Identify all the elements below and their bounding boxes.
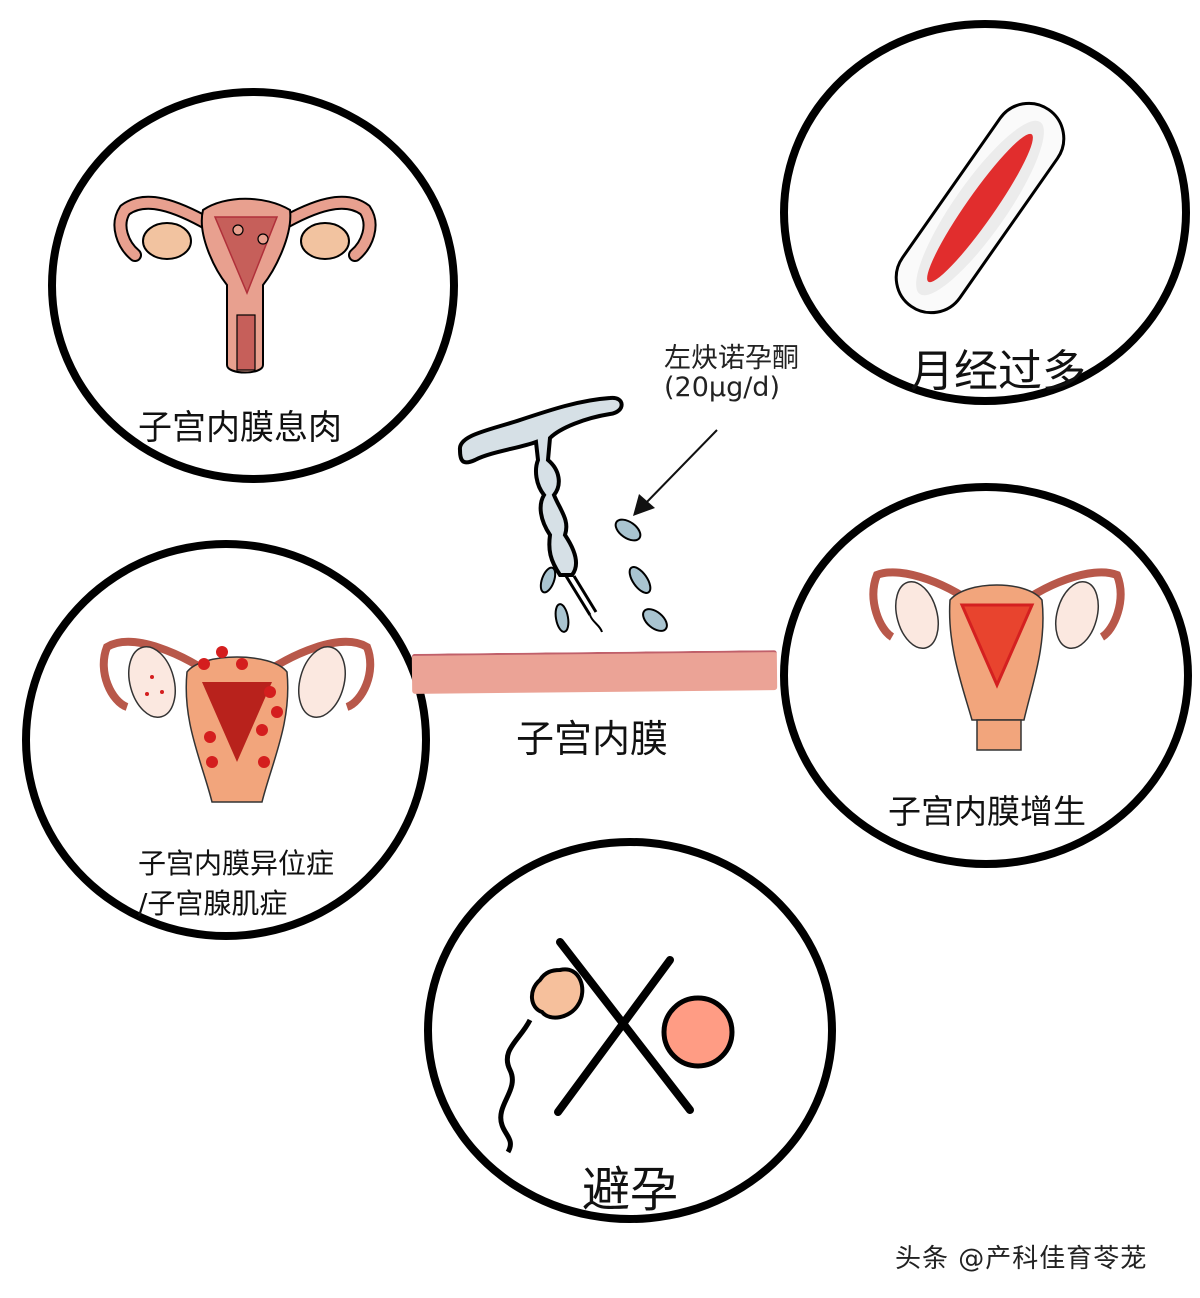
drug-label-name: 左炔诺孕酮: [664, 343, 799, 374]
endometriosis-label-line1: 子宫内膜异位症: [138, 847, 335, 880]
polyp-label: 子宫内膜息肉: [138, 408, 342, 448]
endometrium-band: [411, 650, 778, 694]
lng-iud-icon: [458, 395, 668, 633]
uterus-hyperplasia-icon: [869, 568, 1125, 751]
watermark: 头条 @产科佳育苓茏: [895, 1244, 1148, 1274]
sanitary-pad-icon: [894, 101, 1066, 315]
hyperplasia-label: 子宫内膜增生: [888, 792, 1086, 831]
uterus-endometriosis-icon: [99, 637, 375, 803]
menorrhagia-label: 月经过多: [910, 346, 1086, 397]
endometrium-label: 子宫内膜: [516, 717, 669, 761]
endometriosis-label-line2: /子宫腺肌症: [138, 887, 288, 920]
drug-label-dose: (20μg/d): [664, 372, 780, 403]
uterus-polyp-icon: [113, 195, 377, 374]
arrow-icon: [633, 429, 718, 516]
sperm-egg-blocked-icon: [498, 938, 735, 1154]
contraception-label: 避孕: [582, 1162, 679, 1218]
